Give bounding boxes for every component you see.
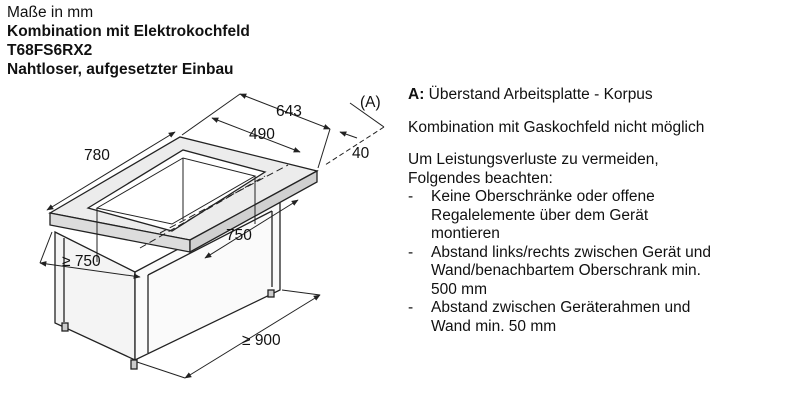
list-item-line: Regalelemente über dem Gerät	[431, 206, 649, 224]
header: Maße in mm Kombination mit Elektrokochfe…	[7, 3, 250, 79]
cabinet-foot	[267, 289, 275, 298]
list-item-line: Keine Oberschränke oder offene	[431, 188, 655, 205]
notes-panel: A: Überstand Arbeitsplatte - Korpus Komb…	[408, 86, 798, 336]
list-item-line: 500 mm	[431, 280, 487, 298]
note-a: A: Überstand Arbeitsplatte - Korpus	[408, 86, 798, 105]
list-item-line: montieren	[431, 225, 500, 242]
list-item: - Keine Oberschränke oder offene Regalel…	[408, 188, 798, 244]
list-item: - Abstand links/rechts zwischen Gerät un…	[408, 244, 798, 300]
cabinet-left-face	[54, 230, 136, 362]
note-intro-line: Folgendes beachten:	[408, 169, 553, 187]
list-dash: -	[408, 299, 414, 316]
label-cabinet-width: ≥ 900	[242, 332, 281, 349]
list-item-line: Abstand zwischen Geräterahmen und	[431, 299, 691, 316]
dim-line-cab-depth	[39, 261, 141, 279]
cabinet-foot	[61, 322, 69, 332]
dim-line-cab-width	[184, 294, 321, 379]
note-intro: Um Leistungsverluste zu vermeiden, Folge…	[408, 151, 798, 188]
cabinet-foot	[130, 359, 138, 370]
list-item-line: Abstand links/rechts zwischen Gerät und	[431, 243, 711, 261]
note-a-text: Überstand Arbeitsplatte - Korpus	[428, 86, 653, 103]
list-item: - Abstand zwischen Geräterahmen und Wand…	[408, 299, 798, 336]
list-item-line: Wand/benachbartem Oberschrank min.	[431, 262, 701, 279]
note-a-key: A:	[408, 86, 425, 103]
label-cabinet-depth: ≥ 750	[62, 253, 101, 270]
center-mark	[159, 164, 289, 234]
list-dash: -	[408, 188, 414, 205]
center-mark	[139, 175, 266, 249]
dim-line-750	[204, 199, 299, 259]
list-dash: -	[408, 243, 414, 261]
mounting-type: Nahtloser, aufgesetzter Einbau	[7, 61, 234, 78]
dim-line-a	[324, 126, 385, 166]
units-label: Maße in mm	[7, 4, 94, 21]
product-title: Kombination mit Elektrokochfeld	[7, 23, 250, 40]
note-intro-line: Um Leistungsverluste zu vermeiden,	[408, 151, 659, 168]
dim-line-643	[239, 93, 331, 130]
label-cutout-width: 490	[249, 126, 275, 143]
label-offset: 40	[352, 145, 370, 162]
dim-line-40	[339, 131, 358, 139]
dim-line-490	[211, 117, 301, 153]
model-number: T68FS6RX2	[7, 42, 93, 59]
label-cutout-depth: 750	[226, 227, 252, 244]
note-list: - Keine Oberschränke oder offene Regalel…	[408, 188, 798, 336]
label-marker-a: (A)	[360, 94, 381, 111]
dim-line-780	[46, 131, 176, 211]
label-overall-width: 643	[276, 103, 302, 120]
label-overall-depth: 780	[84, 147, 110, 164]
list-item-line: Wand min. 50 mm	[431, 317, 557, 335]
dimension-lines	[39, 93, 385, 379]
note-combination: Kombination mit Gaskochfeld nicht möglic…	[408, 118, 705, 136]
